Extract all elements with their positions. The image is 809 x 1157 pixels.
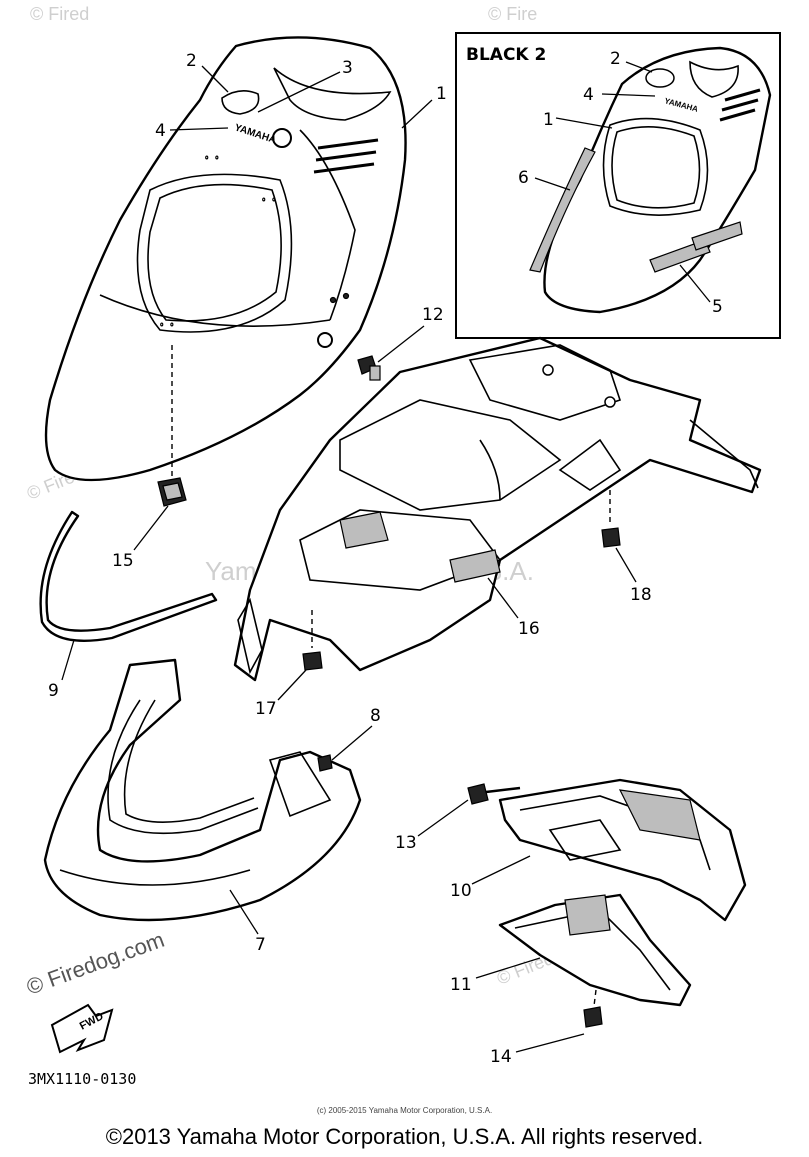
cover-crease (99, 294, 331, 327)
svg-text:ﾟ ﾟ: ﾟ ﾟ (160, 322, 177, 338)
under-cover-body (43, 658, 362, 922)
trim-strip-9 (39, 510, 218, 642)
nut-18 (601, 490, 621, 548)
inset-headlight-opening (602, 117, 709, 216)
under-cover-inner-rail (107, 699, 259, 835)
callout-2: 2 (186, 51, 197, 71)
inset-side-stripe-2 (691, 221, 743, 251)
inner-fender-box (558, 438, 622, 491)
figure-code: 3MX1110-0130 (28, 1070, 137, 1088)
grommet-15 (157, 477, 187, 507)
inner-fender (233, 336, 762, 682)
inset-stripe-6 (529, 147, 596, 273)
inset-vents (719, 88, 761, 122)
copyright-footer: ©2013 Yamaha Motor Corporation, U.S.A. A… (105, 1124, 704, 1149)
inner-fender-ridge (479, 439, 501, 501)
watermark-firedog-top-right: © Fire (488, 4, 537, 24)
panel-11-tab (564, 894, 611, 936)
callout-15: 15 (112, 551, 134, 571)
under-cover-inner-rail-2 (123, 699, 255, 823)
inset-callout-5: 5 (712, 297, 723, 317)
inset-callout-4: 4 (583, 85, 594, 105)
cover-side-edge (299, 129, 356, 321)
inset-headlight-inner (611, 126, 701, 209)
inset-top-notch (689, 60, 739, 98)
callout-8: 8 (370, 706, 381, 726)
callout-7: 7 (255, 935, 266, 955)
under-cover-lower-edge (59, 869, 251, 886)
fwd-arrow: FWD (50, 1003, 114, 1054)
screw-12 (357, 355, 381, 381)
small-copyright: (c) 2005-2015 Yamaha Motor Corporation, … (316, 1106, 493, 1115)
callout-1: 1 (436, 84, 447, 104)
inset-callout-2: 2 (610, 49, 621, 69)
front-cover: YAMAHA ﾟ ﾟ ﾟ ﾟ ﾟ ﾟ (44, 36, 407, 482)
inner-fender-boss (339, 511, 389, 549)
panel-11-edge (514, 909, 671, 991)
headlight-inner (147, 183, 282, 322)
bracket-10 (498, 778, 747, 922)
callout-9: 9 (48, 681, 59, 701)
inner-fender-rear-tray (468, 344, 622, 421)
inner-fender-tab-left (237, 597, 263, 675)
callout-14: 14 (490, 1047, 512, 1067)
watermark-firedog-bottom-left: © Firedog.com (23, 927, 167, 1000)
cover-keyhole (272, 128, 292, 148)
under-cover (43, 658, 362, 922)
inner-fender-tray (339, 399, 562, 511)
callout-10: 10 (450, 881, 472, 901)
panel-11 (498, 893, 692, 1007)
inner-fender-lower-tray (299, 509, 502, 591)
inner-fender-rear-arm (689, 419, 759, 489)
cover-bolt-hole (317, 332, 333, 348)
bracket-10-pad (618, 789, 701, 841)
inset-callout-6: 6 (518, 168, 529, 188)
bracket-10-pocket (548, 819, 622, 861)
bolt-13 (467, 783, 521, 805)
inner-fender-body (233, 336, 762, 682)
headlight-opening (136, 173, 293, 333)
inset-frame (455, 32, 781, 339)
inset-label: BLACK 2 (466, 45, 546, 65)
inset-callout-1: 1 (543, 110, 554, 130)
callout-17: 17 (255, 699, 277, 719)
svg-text:ﾟ ﾟ: ﾟ ﾟ (205, 155, 222, 171)
inset-black-2: BLACK 2 YAMAHA 2 4 1 6 5 (455, 32, 781, 339)
callout-11: 11 (450, 975, 472, 995)
vents (313, 138, 379, 174)
callout-4: 4 (155, 121, 166, 141)
nut-17 (302, 610, 323, 671)
callout-13: 13 (395, 833, 417, 853)
svg-text:ﾟ ﾟ: ﾟ ﾟ (262, 197, 279, 213)
inner-fender-clip-16 (449, 549, 501, 583)
screw-8 (317, 754, 333, 772)
screw-14 (583, 989, 603, 1028)
callout-16: 16 (518, 619, 540, 639)
callout-18: 18 (630, 585, 652, 605)
callouts: 2 3 1 4 12 15 18 16 9 17 8 13 10 7 11 14 (48, 51, 652, 1067)
callout-12: 12 (422, 305, 444, 325)
under-cover-bracket (268, 751, 332, 818)
callout-3: 3 (342, 58, 353, 78)
watermark-firedog-top-left: © Fired (30, 4, 89, 24)
